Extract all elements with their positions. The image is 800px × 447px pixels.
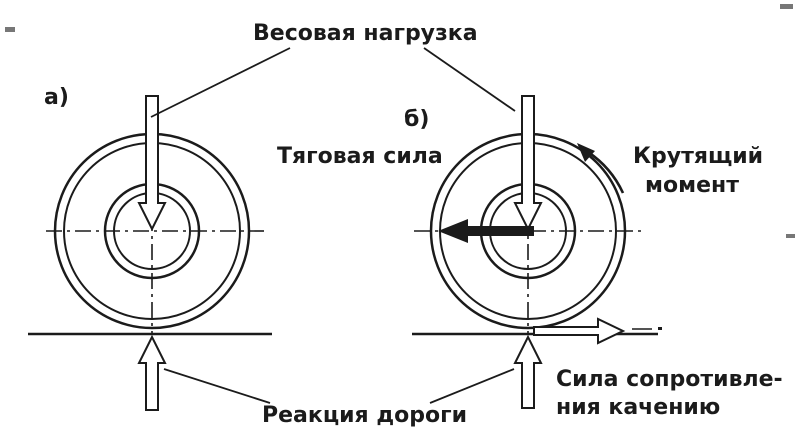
leader-lines (150, 47, 516, 404)
rolling-resistance-arrow (533, 317, 626, 345)
weight-load-arrow-b (513, 95, 543, 232)
road-reaction-arrow-a (137, 334, 167, 411)
traction-force-head (438, 219, 468, 243)
scan-artifact (5, 27, 15, 32)
label-torque-line1: Крутящий (633, 144, 763, 169)
leader-weight-to-wheel-b (423, 47, 516, 112)
torque-arrow-head (577, 143, 595, 162)
leader-weight-to-wheel-a (150, 47, 291, 118)
wheel-b (412, 95, 662, 409)
torque-arrow (577, 143, 625, 194)
traction-force-arrow (438, 219, 534, 243)
label-part-b: б) (404, 107, 429, 132)
label-torque-line2: момент (645, 173, 739, 198)
label-road-reaction: Реакция дороги (262, 403, 467, 428)
scan-artifact (786, 234, 795, 238)
leader-reaction-to-wheel-b (429, 368, 515, 404)
wheel-a (28, 95, 272, 411)
scan-artifact (780, 4, 793, 9)
label-rolling-resistance-line2: ния качению (556, 395, 720, 420)
contact-axis-dot (658, 327, 662, 330)
road-reaction-arrow-b (513, 334, 543, 409)
label-traction-force: Тяговая сила (277, 144, 443, 169)
label-part-a: а) (44, 85, 69, 110)
label-rolling-resistance-line1: Сила сопротивле- (556, 367, 783, 392)
leader-reaction-to-wheel-a (163, 368, 271, 404)
label-weight-load: Весовая нагрузка (253, 21, 478, 46)
